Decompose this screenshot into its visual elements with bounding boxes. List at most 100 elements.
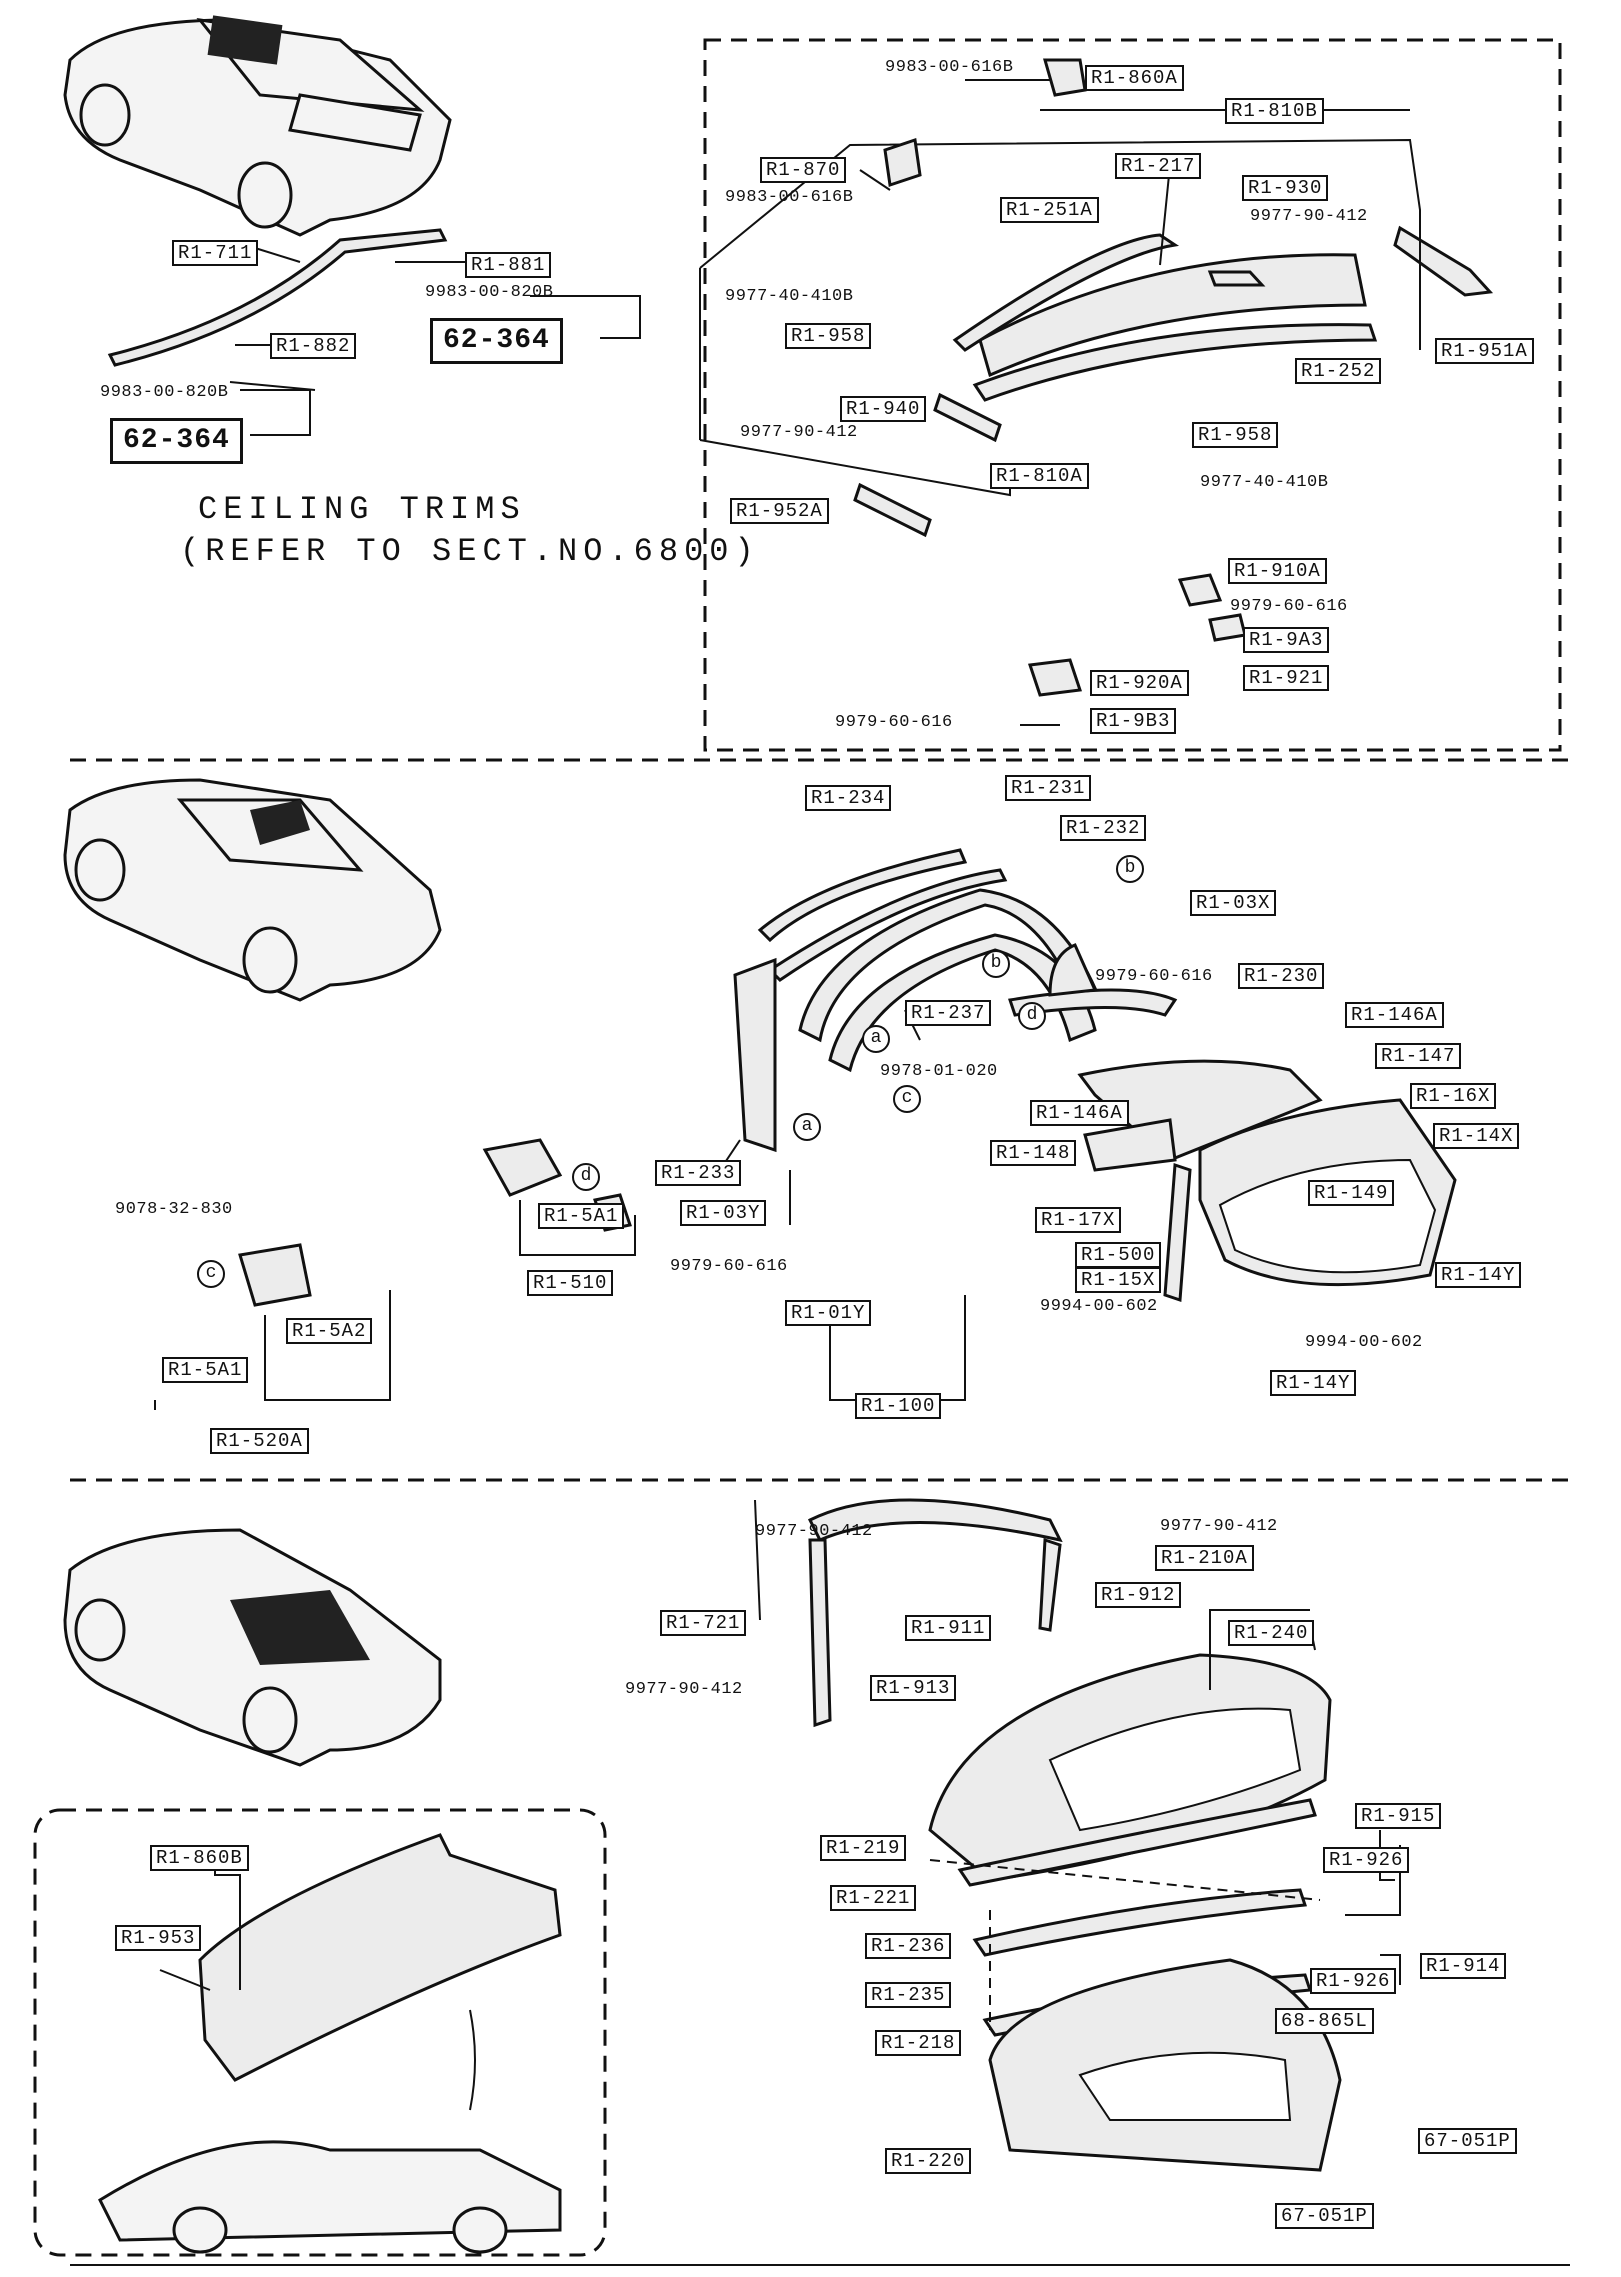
code-9979-60-616: 9979-60-616 [1095,967,1213,986]
weatherstrip-part [107,228,448,367]
ref-67-051p: 67-051P [1418,2128,1517,2154]
label-r1-721: R1-721 [660,1610,747,1636]
label-r1-232: R1-232 [1060,815,1147,841]
label-r1-810a: R1-810A [990,463,1089,489]
label-r1-146a: R1-146A [1345,1002,1444,1028]
label-r1-912: R1-912 [1095,1582,1182,1608]
label-r1-9b3: R1-9B3 [1090,708,1177,734]
label-r1-920a: R1-920A [1090,670,1189,696]
code-9983-00-820b: 9983-00-820B [100,383,229,402]
label-r1-146a: R1-146A [1030,1100,1129,1126]
label-r1-251a: R1-251A [1000,197,1099,223]
label-r1-14y: R1-14Y [1435,1262,1522,1288]
code-9978-01-020: 9978-01-020 [880,1062,998,1081]
label-r1-14y: R1-14Y [1270,1370,1357,1396]
code-9983-00-820b: 9983-00-820B [425,283,554,302]
label-r1-926: R1-926 [1310,1968,1397,1994]
code-9977-90-412: 9977-90-412 [625,1680,743,1699]
tonneau-group-box [33,1808,607,2257]
tonneau-cover-part [198,1833,562,2082]
label-r1-231: R1-231 [1005,775,1092,801]
label-r1-860a: R1-860A [1085,65,1184,91]
label-r1-217: R1-217 [1115,153,1202,179]
label-r1-810b: R1-810B [1225,98,1324,124]
code-9994-00-602: 9994-00-602 [1305,1333,1423,1352]
label-r1-149: R1-149 [1308,1180,1395,1206]
label-r1-881: R1-881 [465,252,552,278]
label-r1-230: R1-230 [1238,963,1325,989]
label-r1-930: R1-930 [1242,175,1329,201]
label-r1-237: R1-237 [905,1000,992,1026]
hardtop-group-box [703,38,1562,752]
label-r1-915: R1-915 [1355,1803,1442,1829]
label-r1-870: R1-870 [760,157,847,183]
label-r1-911: R1-911 [905,1615,992,1641]
callout-a: a [793,1113,821,1141]
code-9078-32-830: 9078-32-830 [115,1200,233,1219]
label-r1-234: R1-234 [805,785,892,811]
ref-68-865l: 68-865L [1275,2008,1374,2034]
label-r1-711: R1-711 [172,240,259,266]
label-r1-16x: R1-16X [1410,1083,1497,1109]
callout-d: d [572,1163,600,1191]
label-r1-240: R1-240 [1228,1620,1315,1646]
label-r1-252: R1-252 [1295,358,1382,384]
label-r1-218: R1-218 [875,2030,962,2056]
label-r1-952a: R1-952A [730,498,829,524]
code-9977-40-410b: 9977-40-410B [1200,473,1329,492]
car-illustration-3 [63,1528,442,1767]
code-9979-60-616: 9979-60-616 [835,713,953,732]
label-r1-951a: R1-951A [1435,338,1534,364]
label-r1-953: R1-953 [115,1925,202,1951]
code-9977-90-412: 9977-90-412 [1250,207,1368,226]
code-9977-90-412: 9977-90-412 [740,423,858,442]
label-r1-220: R1-220 [885,2148,972,2174]
label-r1-147: R1-147 [1375,1043,1462,1069]
label-r1-5a1: R1-5A1 [162,1357,249,1383]
label-r1-913: R1-913 [870,1675,957,1701]
label-r1-958: R1-958 [1192,422,1279,448]
label-r1-520a: R1-520A [210,1428,309,1454]
label-r1-221: R1-221 [830,1885,917,1911]
car-illustration-2 [63,778,442,1002]
label-r1-148: R1-148 [990,1140,1077,1166]
callout-d: d [1018,1002,1046,1030]
ceiling-trims-heading: CEILING TRIMS [198,491,526,528]
label-r1-940: R1-940 [840,396,927,422]
callout-b: b [982,950,1010,978]
label-r1-5a2: R1-5A2 [286,1318,373,1344]
code-9979-60-616: 9979-60-616 [1230,597,1348,616]
hardtop-panel-part [978,253,1367,378]
code-9977-40-410b: 9977-40-410B [725,287,854,306]
label-r1-9a3: R1-9A3 [1243,627,1330,653]
label-r1-5a1: R1-5A1 [538,1203,625,1229]
code-9983-00-616b: 9983-00-616B [725,188,854,207]
car-illustration-1 [63,15,452,237]
code-9977-90-412: 9977-90-412 [755,1522,873,1541]
ref-62-364: 62-364 [430,318,563,364]
label-r1-910a: R1-910A [1228,558,1327,584]
callout-b: b [1116,855,1144,883]
label-r1-926: R1-926 [1323,1847,1410,1873]
motor-assembly-part [482,1138,563,1197]
label-r1-01y: R1-01Y [785,1300,872,1326]
ref-62-364: 62-364 [110,418,243,464]
callout-c: c [197,1260,225,1288]
label-r1-03y: R1-03Y [680,1200,767,1226]
label-r1-921: R1-921 [1243,665,1330,691]
code-9983-00-616b: 9983-00-616B [885,58,1014,77]
ref-67-051p: 67-051P [1275,2203,1374,2229]
label-r1-882: R1-882 [270,333,357,359]
label-r1-14x: R1-14X [1433,1123,1520,1149]
code-9979-60-616: 9979-60-616 [670,1257,788,1276]
label-r1-233: R1-233 [655,1160,742,1186]
label-r1-510: R1-510 [527,1270,614,1296]
label-r1-15x: R1-15X [1075,1267,1162,1293]
label-r1-235: R1-235 [865,1982,952,2008]
label-r1-860b: R1-860B [150,1845,249,1871]
ceiling-trims-reference: (REFER TO SECT.NO.6800) [180,533,760,570]
label-r1-958: R1-958 [785,323,872,349]
label-r1-100: R1-100 [855,1393,942,1419]
